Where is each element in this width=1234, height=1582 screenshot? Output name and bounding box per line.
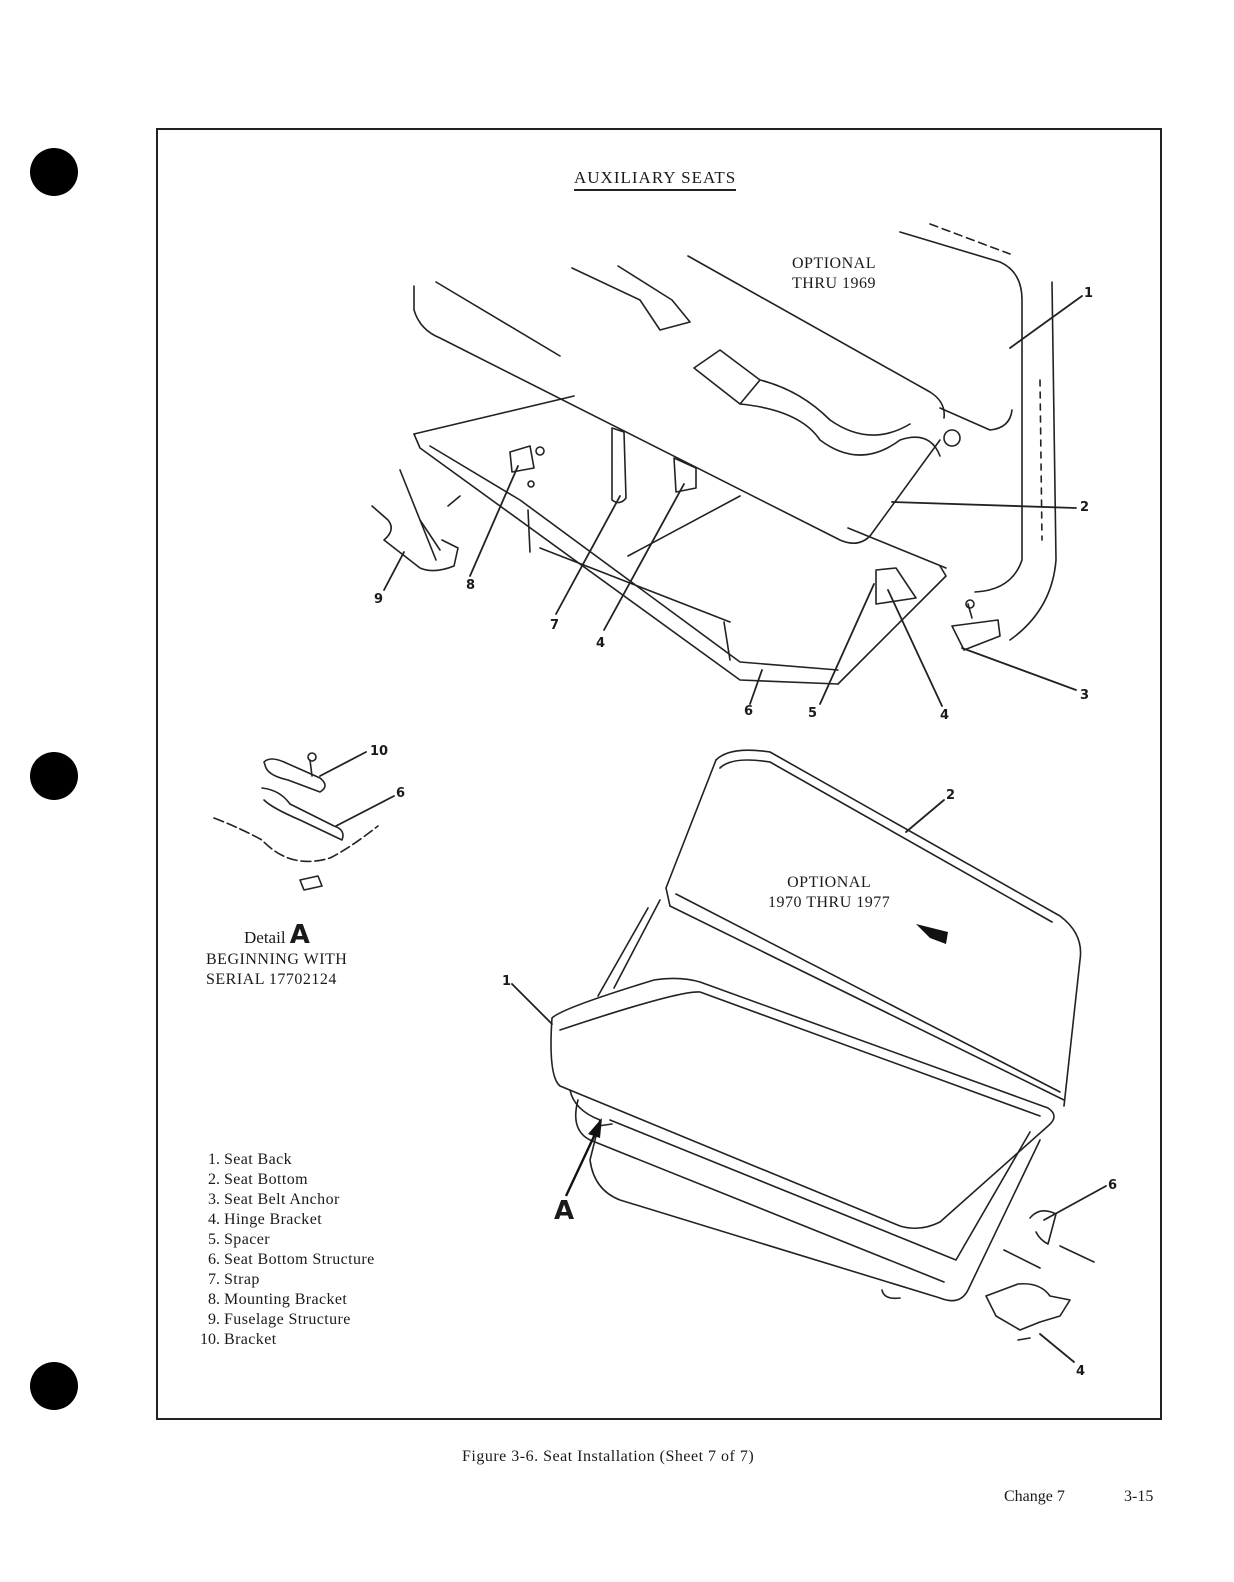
legend-num: 7.	[208, 1271, 220, 1288]
seat-back-top	[413, 255, 1013, 544]
callout-7-top: 7	[550, 618, 560, 633]
legend-num: 3.	[208, 1191, 220, 1208]
legend-item: 4.Hinge Bracket	[176, 1210, 375, 1230]
callout-8-top: 8	[466, 578, 476, 593]
legend-num: 9.	[208, 1311, 220, 1328]
seat-bottom-structure-bottom	[574, 1099, 1095, 1341]
legend-item: 2.Seat Bottom	[176, 1170, 375, 1190]
leader-lines	[319, 295, 1107, 1363]
callout-4-bottom: 4	[1076, 1364, 1086, 1379]
callout-9-top: 9	[374, 592, 384, 607]
callout-3-top: 3	[1080, 688, 1090, 703]
legend-item: 6.Seat Bottom Structure	[176, 1250, 375, 1270]
legend-item: 3.Seat Belt Anchor	[176, 1190, 375, 1210]
legend-item: 1.Seat Back	[176, 1150, 375, 1170]
legend-label: Seat Belt Anchor	[224, 1191, 340, 1208]
callout-4-top-left: 4	[596, 636, 606, 651]
pointer-glyph	[916, 924, 948, 944]
callout-1-bottom: 1	[502, 974, 512, 989]
figure-caption: Figure 3-6. Seat Installation (Sheet 7 o…	[462, 1448, 755, 1465]
legend-item: 7.Strap	[176, 1270, 375, 1290]
page-number: 3-15	[1124, 1488, 1154, 1505]
callout-2-bottom: 2	[946, 788, 956, 803]
binder-hole-top	[30, 148, 78, 196]
fuselage-wall-top	[899, 223, 1057, 641]
detail-a-title: Detail A	[244, 920, 310, 950]
binder-hole-bottom	[30, 1362, 78, 1410]
seat-belts-top	[571, 265, 961, 457]
view-marker-a: A	[554, 1196, 575, 1226]
legend-item: 5.Spacer	[176, 1230, 375, 1250]
option-a-line1: OPTIONAL	[792, 255, 876, 272]
seat-back-bottom	[597, 749, 1082, 1107]
legend-label: Strap	[224, 1271, 260, 1288]
option-label-1970-1977: OPTIONAL 1970 THRU 1977	[768, 873, 890, 913]
legend-item: 9.Fuselage Structure	[176, 1310, 375, 1330]
legend-num: 5.	[208, 1231, 220, 1248]
legend-num: 4.	[208, 1211, 220, 1228]
legend-num: 6.	[208, 1251, 220, 1268]
legend-item: 10.Bracket	[176, 1330, 375, 1350]
callout-2-top: 2	[1080, 500, 1090, 515]
detail-a-note: BEGINNING WITH SERIAL 17702124	[206, 950, 347, 990]
callout-6-detail: 6	[396, 786, 406, 801]
legend-label: Hinge Bracket	[224, 1211, 323, 1228]
view-arrow-a	[564, 1118, 602, 1197]
callout-10-detail: 10	[370, 744, 389, 759]
detail-note-line1: BEGINNING WITH	[206, 951, 348, 968]
callout-6-top: 6	[744, 704, 754, 719]
legend-label: Seat Bottom	[224, 1171, 308, 1188]
change-number: Change 7	[1004, 1488, 1065, 1505]
option-label-thru-1969: OPTIONAL THRU 1969	[792, 254, 876, 294]
detail-note-line2: SERIAL 17702124	[206, 971, 337, 988]
parts-legend: 1.Seat Back 2.Seat Bottom 3.Seat Belt An…	[176, 1150, 375, 1350]
figure-title: AUXILIARY SEATS	[574, 168, 737, 191]
legend-item: 8.Mounting Bracket	[176, 1290, 375, 1310]
legend-num: 8.	[208, 1291, 220, 1308]
legend-label: Mounting Bracket	[224, 1291, 348, 1308]
option-a-line2: THRU 1969	[792, 275, 877, 292]
legend-label: Spacer	[224, 1231, 270, 1248]
seat-bottom-structure-top	[413, 395, 947, 685]
callout-5-top: 5	[808, 706, 818, 721]
detail-a-bracket	[213, 752, 379, 891]
legend-label: Fuselage Structure	[224, 1311, 351, 1328]
legend-label: Bracket	[224, 1331, 277, 1348]
legend-label: Seat Bottom Structure	[224, 1251, 375, 1268]
legend-num: 1.	[208, 1151, 220, 1168]
option-b-line1: OPTIONAL	[787, 874, 872, 891]
callout-6-bottom: 6	[1108, 1178, 1118, 1193]
seat-bottom-cushion-bottom	[550, 977, 1055, 1230]
detail-label: Detail	[244, 928, 286, 947]
legend-num: 2.	[208, 1171, 220, 1188]
option-b-line2: 1970 THRU 1977	[768, 894, 891, 911]
detail-letter: A	[289, 920, 310, 950]
legend-label: Seat Back	[224, 1151, 293, 1168]
callout-1-top: 1	[1084, 286, 1094, 301]
legend-num: 10.	[200, 1331, 220, 1348]
hardware-top	[371, 427, 1001, 651]
figure-frame	[156, 128, 1162, 1420]
callout-4-top-right: 4	[940, 708, 950, 723]
binder-hole-middle	[30, 752, 78, 800]
